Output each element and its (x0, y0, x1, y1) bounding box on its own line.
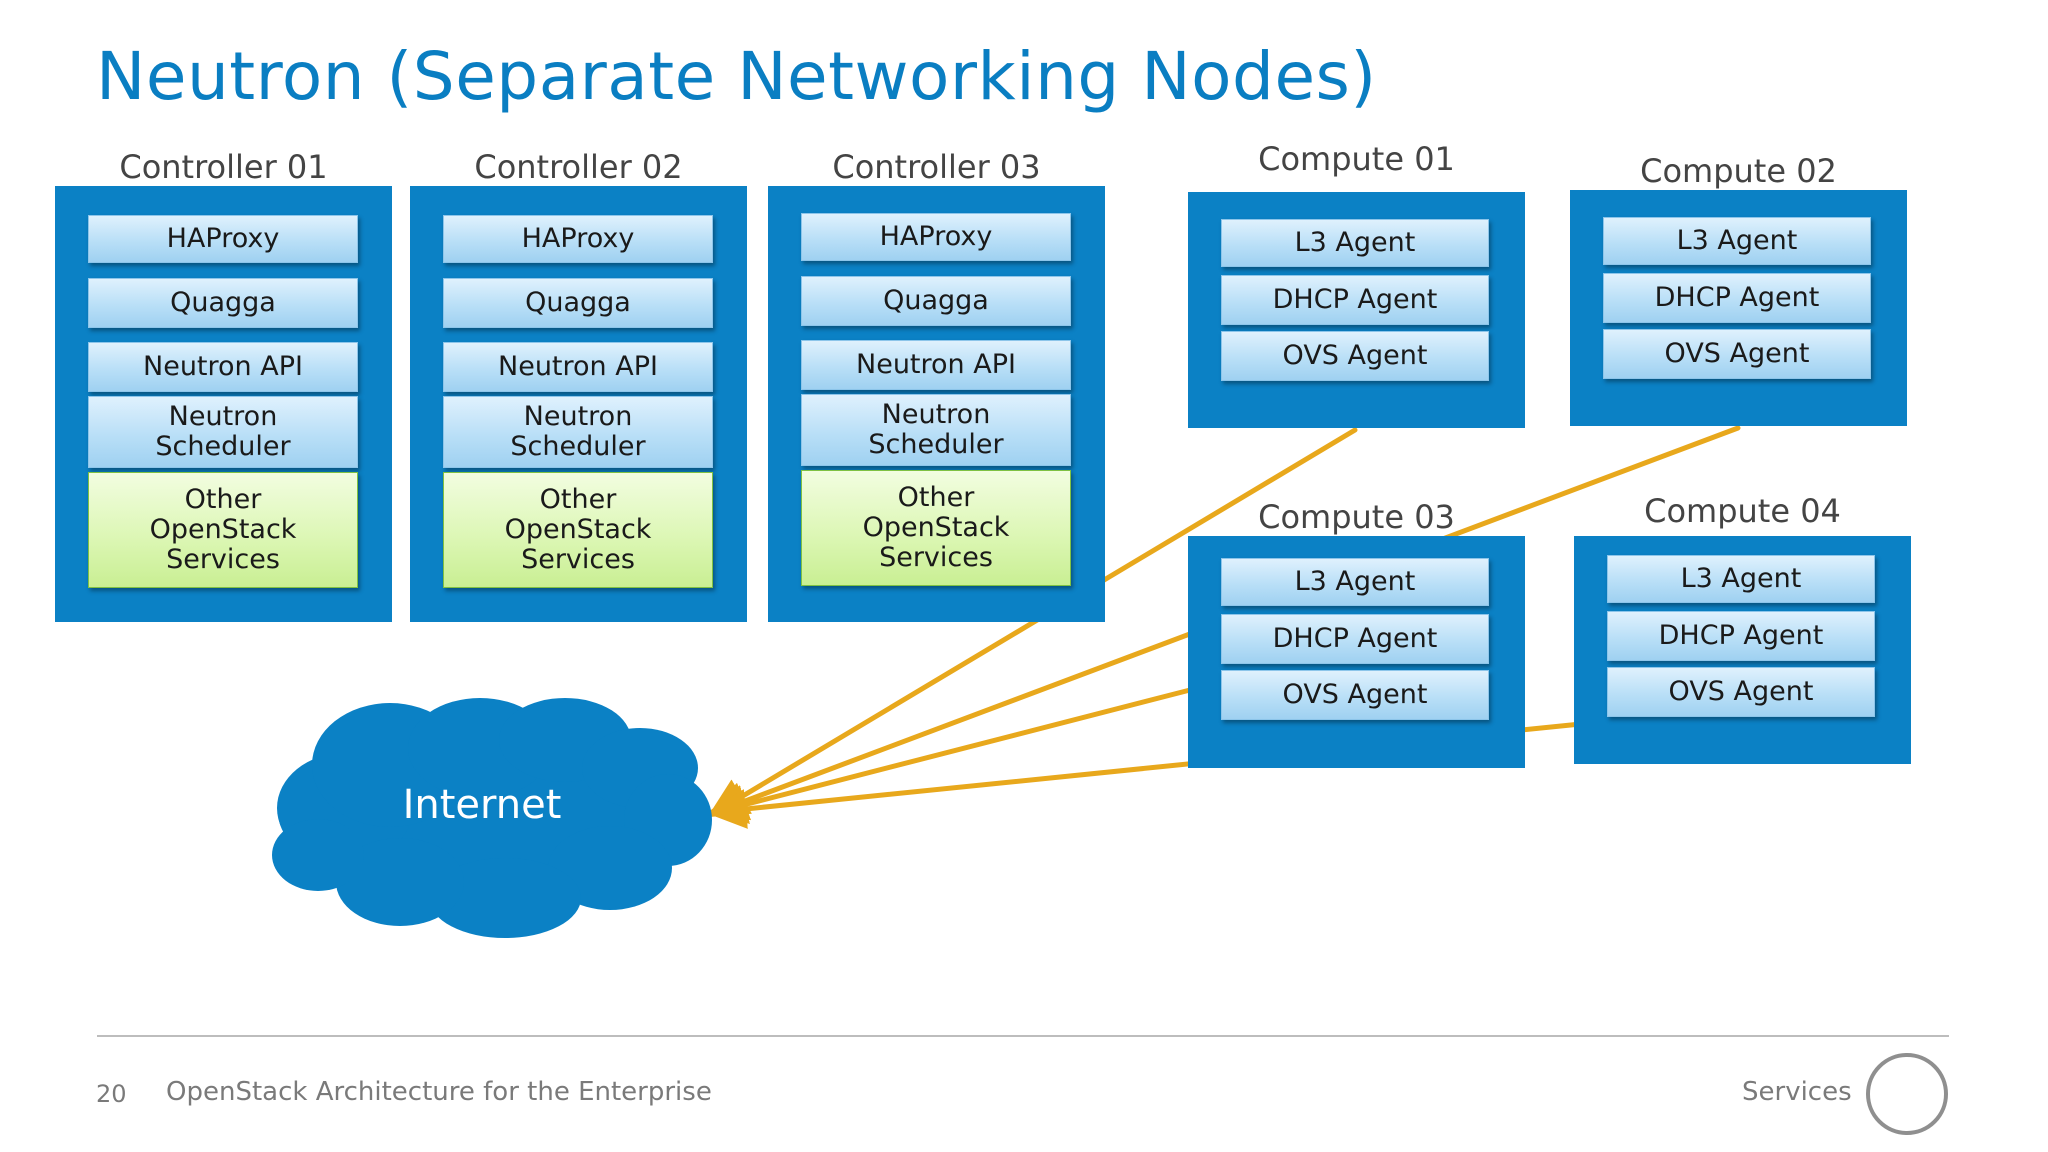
service-box: HAProxy (801, 213, 1071, 261)
compute-04-title: Compute 04 (1644, 492, 1841, 530)
service-box: L3 Agent (1221, 558, 1489, 606)
service-box: Neutron Scheduler (443, 396, 713, 468)
controller-01-title: Controller 01 (119, 148, 328, 186)
slide-title: Neutron (Separate Networking Nodes) (96, 38, 1377, 115)
service-box: DHCP Agent (1221, 614, 1489, 664)
service-box-other: Other OpenStack Services (443, 472, 713, 588)
service-box: DHCP Agent (1607, 611, 1875, 661)
service-box: Quagga (88, 278, 358, 328)
link-compute03-internet (706, 687, 1193, 824)
page-number: 20 (96, 1080, 127, 1108)
service-box: Neutron API (801, 340, 1071, 390)
service-box: L3 Agent (1221, 219, 1489, 267)
controller-03-title: Controller 03 (832, 148, 1041, 186)
service-box: Neutron API (88, 342, 358, 392)
service-box: OVS Agent (1607, 667, 1875, 717)
service-box-other: Other OpenStack Services (88, 472, 358, 588)
service-box: Quagga (443, 278, 713, 328)
service-box: L3 Agent (1603, 217, 1871, 265)
service-box: HAProxy (88, 215, 358, 263)
footer-text: OpenStack Architecture for the Enterpris… (166, 1077, 712, 1107)
service-box: L3 Agent (1607, 555, 1875, 603)
dell-logo (1866, 1053, 1948, 1135)
compute-03-title: Compute 03 (1258, 498, 1455, 536)
compute-02-title: Compute 02 (1640, 152, 1837, 190)
service-box: OVS Agent (1221, 331, 1489, 381)
internet-label: Internet (402, 782, 562, 828)
service-box-other: Other OpenStack Services (801, 470, 1071, 586)
footer-divider (97, 1035, 1949, 1037)
service-box: OVS Agent (1221, 670, 1489, 720)
service-box: Quagga (801, 276, 1071, 326)
service-box: DHCP Agent (1221, 275, 1489, 325)
service-box: DHCP Agent (1603, 273, 1871, 323)
service-box: Neutron Scheduler (88, 396, 358, 468)
service-box: HAProxy (443, 215, 713, 263)
service-box: OVS Agent (1603, 329, 1871, 379)
service-box: Neutron Scheduler (801, 394, 1071, 466)
service-box: Neutron API (443, 342, 713, 392)
compute-01-title: Compute 01 (1258, 140, 1455, 178)
controller-02-title: Controller 02 (474, 148, 683, 186)
footer-services: Services (1742, 1077, 1852, 1107)
